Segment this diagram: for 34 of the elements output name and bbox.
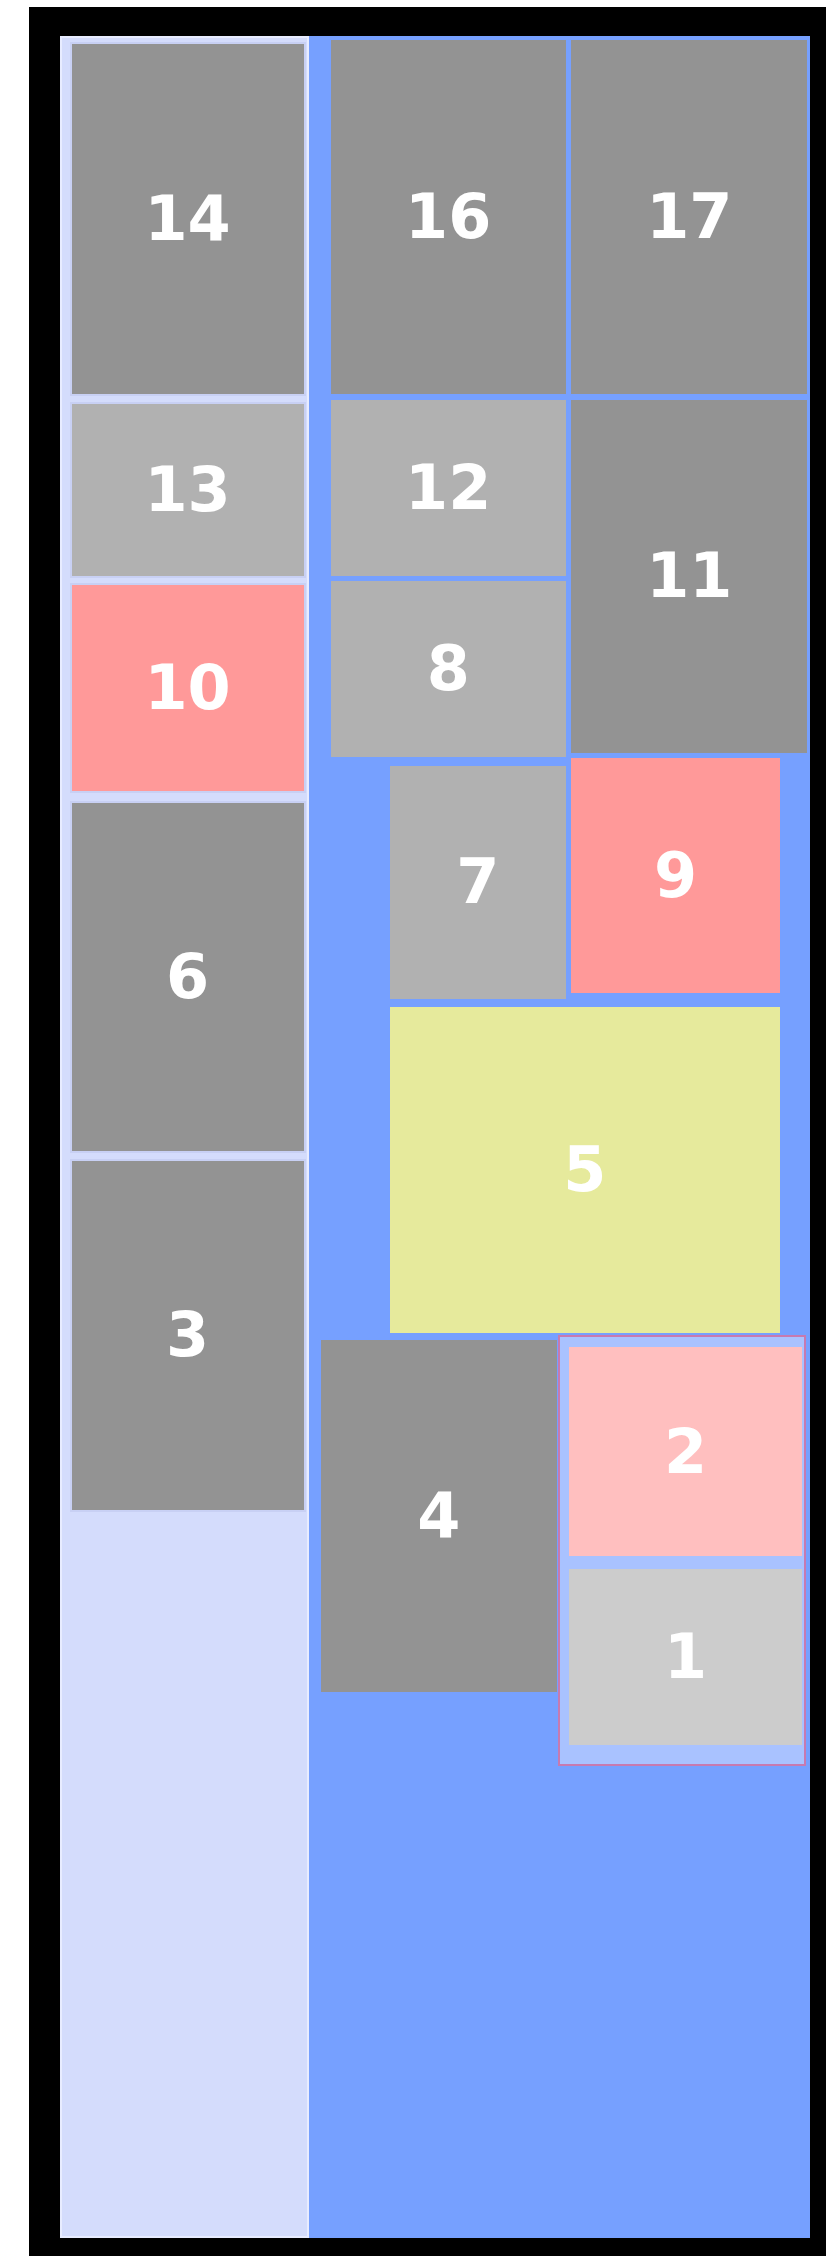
block bbox=[330, 581, 566, 757]
number-label: 17 bbox=[646, 186, 733, 249]
block bbox=[69, 800, 306, 1154]
block bbox=[69, 1158, 306, 1512]
number-label: 10 bbox=[144, 657, 231, 720]
number-label: 3 bbox=[166, 1304, 210, 1367]
block bbox=[69, 402, 306, 578]
block bbox=[389, 1007, 780, 1333]
block bbox=[571, 758, 780, 993]
group-box bbox=[558, 1335, 806, 1766]
number-label: 13 bbox=[144, 458, 231, 521]
number-label: 12 bbox=[405, 456, 492, 519]
panel bbox=[60, 35, 310, 2238]
number-label: 11 bbox=[646, 545, 733, 608]
panel bbox=[309, 35, 811, 2238]
block bbox=[69, 583, 306, 794]
block bbox=[568, 1569, 803, 1745]
number-label: 5 bbox=[563, 1138, 607, 1201]
number-label: 8 bbox=[426, 638, 470, 701]
number-label: 2 bbox=[663, 1420, 708, 1483]
block bbox=[330, 400, 566, 576]
number-label: 16 bbox=[405, 186, 492, 249]
number-label: 9 bbox=[654, 844, 698, 907]
number-label: 6 bbox=[166, 945, 210, 1008]
block bbox=[330, 40, 566, 395]
block bbox=[571, 40, 808, 395]
number-label: 4 bbox=[417, 1484, 461, 1547]
block bbox=[320, 1339, 557, 1693]
block bbox=[571, 400, 808, 753]
number-label: 7 bbox=[456, 851, 500, 914]
block bbox=[568, 1347, 803, 1557]
number-label: 14 bbox=[144, 188, 231, 251]
block bbox=[69, 42, 306, 397]
block bbox=[389, 765, 566, 999]
